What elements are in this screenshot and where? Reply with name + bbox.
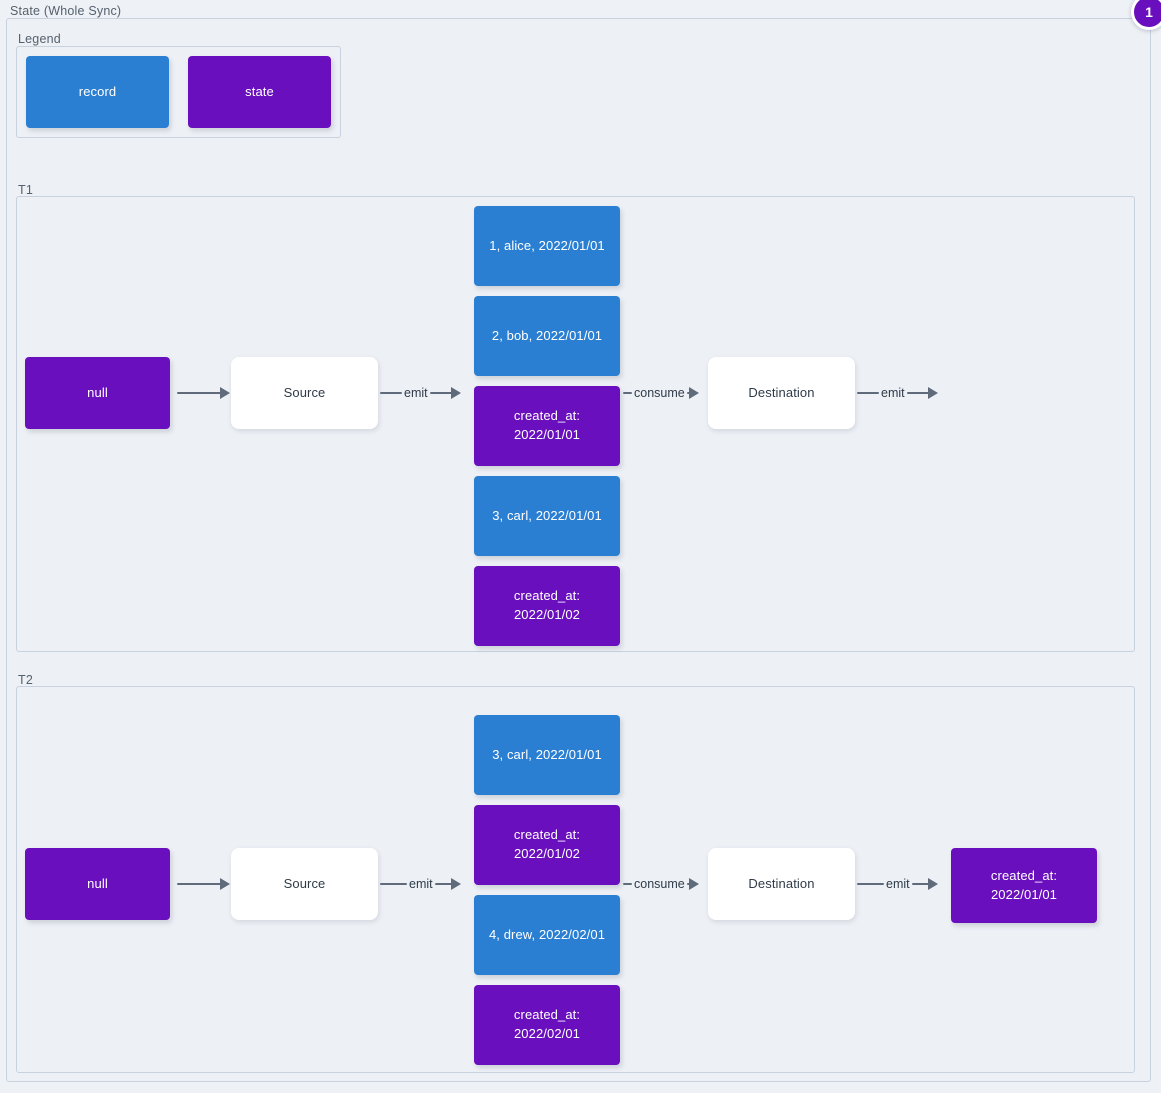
- legend-swatch-state-label: state: [245, 83, 274, 99]
- legend-label: Legend: [18, 32, 61, 46]
- cluster-t1-label: T1: [18, 183, 33, 197]
- diagram-title: State (Whole Sync): [10, 4, 122, 18]
- t1-source-node: Source: [231, 357, 378, 429]
- t1-source-label: Source: [283, 384, 326, 400]
- t2-edge-source-emit-label: emit: [409, 877, 433, 891]
- legend-swatch-state: state: [188, 56, 331, 128]
- t2-stream-item-2: 4, drew, 2022/02/01: [474, 895, 620, 975]
- t1-destination-node: Destination: [708, 357, 855, 429]
- t2-stream-item-2-label: 4, drew, 2022/02/01: [488, 926, 606, 942]
- t1-stream-item-1-label: 2, bob, 2022/01/01: [491, 327, 603, 343]
- t2-stream-item-3: created_at: 2022/02/01: [474, 985, 620, 1065]
- legend-swatch-record-label: record: [78, 83, 117, 99]
- t2-destination-label: Destination: [748, 875, 815, 891]
- cluster-t2-label: T2: [18, 673, 33, 687]
- t2-initial-state-node: null: [25, 848, 170, 920]
- t1-edge-destination-emit-label: emit: [881, 386, 905, 400]
- t2-source-node: Source: [231, 848, 378, 920]
- step-badge: 1: [1131, 0, 1161, 30]
- t2-stream-item-0-label: 3, carl, 2022/01/01: [492, 746, 602, 762]
- t2-edge-destination-emit: emit: [857, 873, 938, 895]
- t2-stream-item-0: 3, carl, 2022/01/01: [474, 715, 620, 795]
- t1-edge-consume-label: consume: [634, 386, 685, 400]
- t2-final-state-node: created_at: 2022/01/01: [951, 848, 1097, 923]
- t1-initial-state-node: null: [25, 357, 170, 429]
- t2-edge-consume-label: consume: [634, 877, 685, 891]
- t1-stream-item-3: 3, carl, 2022/01/01: [474, 476, 620, 556]
- t1-stream-item-0: 1, alice, 2022/01/01: [474, 206, 620, 286]
- t1-edge-destination-emit: emit: [857, 382, 938, 404]
- t1-stream-item-4-label: created_at: 2022/01/02: [513, 588, 581, 622]
- t2-source-label: Source: [283, 875, 326, 891]
- t2-stream-item-3-label: created_at: 2022/02/01: [513, 1007, 581, 1041]
- t1-stream-item-2: created_at: 2022/01/01: [474, 386, 620, 466]
- t1-edge-consume: consume: [623, 382, 699, 404]
- t2-stream-item-1-label: created_at: 2022/01/02: [513, 827, 581, 861]
- t2-stream-item-1: created_at: 2022/01/02: [474, 805, 620, 885]
- t1-edge-source-emit: emit: [380, 382, 461, 404]
- t1-destination-label: Destination: [748, 384, 815, 400]
- t1-stream-item-4: created_at: 2022/01/02: [474, 566, 620, 646]
- t2-edge-source-emit: emit: [380, 873, 461, 895]
- t2-edge-destination-emit-label: emit: [886, 877, 910, 891]
- t2-final-state-label: created_at: 2022/01/01: [990, 867, 1058, 902]
- t1-stream-item-3-label: 3, carl, 2022/01/01: [492, 507, 602, 523]
- t1-initial-state-label: null: [87, 384, 108, 400]
- t1-stream-item-2-label: created_at: 2022/01/01: [513, 408, 581, 442]
- t2-edge-state-to-source: [177, 873, 231, 895]
- t2-initial-state-label: null: [87, 875, 108, 891]
- t1-stream-item-1: 2, bob, 2022/01/01: [474, 296, 620, 376]
- t1-stream-item-0-label: 1, alice, 2022/01/01: [489, 237, 605, 253]
- legend-swatch-record: record: [26, 56, 169, 128]
- t2-edge-consume: consume: [623, 873, 699, 895]
- t2-destination-node: Destination: [708, 848, 855, 920]
- t1-edge-state-to-source: [177, 382, 231, 404]
- t1-edge-source-emit-label: emit: [404, 386, 428, 400]
